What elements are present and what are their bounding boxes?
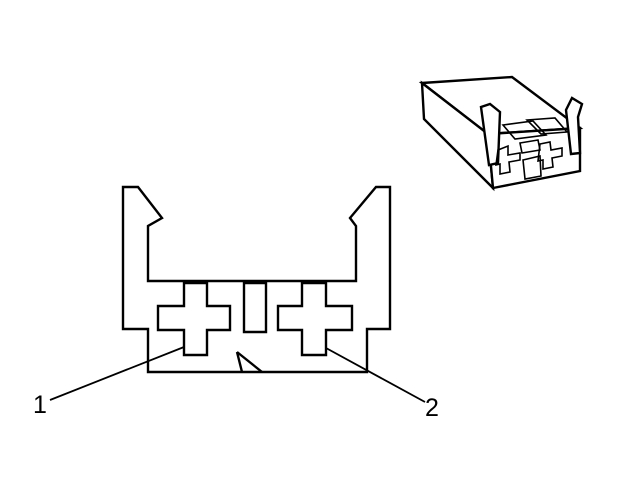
center-key-slot [242,281,268,334]
terminal-cavity-1 [156,281,232,357]
connector-front-view [121,185,392,374]
callout-leaders [49,346,426,403]
leader-line-1 [49,346,185,401]
callout-label-2: 2 [425,394,439,422]
leader-line-2 [325,347,426,403]
terminal-cavity-2 [276,281,354,357]
polarization-mark [235,351,263,373]
connector-3d-view [418,75,584,192]
callout-label-1: 1 [33,391,47,419]
